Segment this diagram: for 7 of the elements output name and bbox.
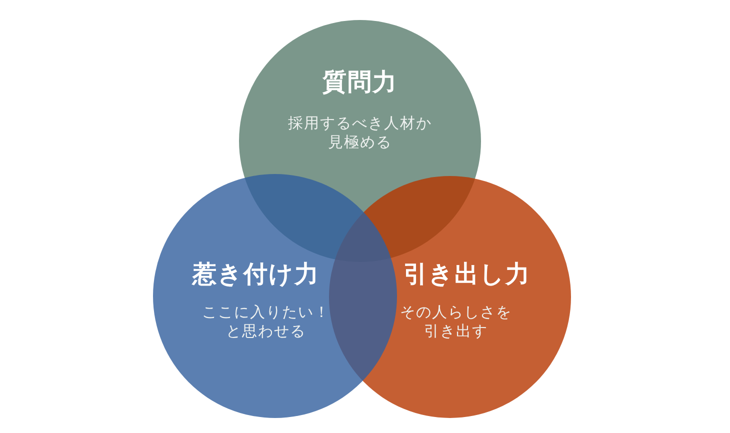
- circle-heading: 引き出し力: [404, 260, 530, 288]
- circle-description: その人らしさを引き出す: [399, 303, 513, 341]
- venn-circle: [153, 174, 397, 418]
- circle-heading: 惹き付け力: [192, 260, 320, 288]
- circle-description: 採用するべき人材か見極める: [287, 114, 433, 152]
- circle-heading: 質問力: [322, 68, 398, 96]
- circle-description: ここに入りたい！と思わせる: [201, 303, 331, 341]
